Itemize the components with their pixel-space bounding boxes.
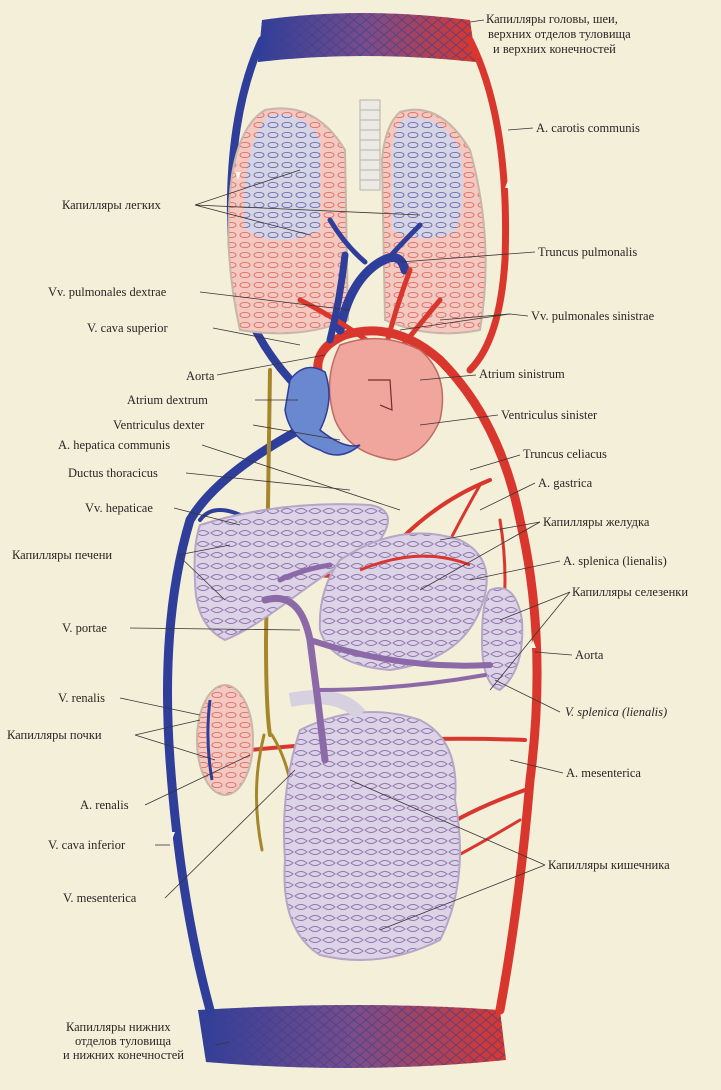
label-aorta-upper: Aorta (186, 369, 215, 383)
capillaries-lower-body (198, 1005, 506, 1068)
label-v-splenica: V. splenica (lienalis) (565, 705, 667, 719)
lungs (228, 100, 485, 333)
label-atrium-dextrum: Atrium dextrum (127, 393, 208, 407)
label-capillaries-liver: Капилляры печени (12, 548, 112, 562)
label-capillaries-lower-3: и нижних конечностей (63, 1048, 184, 1062)
label-capillaries-kidney: Капилляры почки (7, 728, 102, 742)
label-truncus-celiacus: Truncus celiacus (523, 447, 607, 461)
label-a-hepatica-communis: A. hepatica communis (58, 438, 170, 452)
label-capillaries-upper-1: Капилляры головы, шеи, (486, 12, 618, 26)
label-v-mesenterica: V. mesenterica (63, 891, 137, 905)
label-truncus-pulmonalis: Truncus pulmonalis (538, 245, 637, 259)
intestine (284, 697, 460, 960)
label-capillaries-lower-2: отделов туловища (75, 1034, 172, 1048)
label-a-splenica: A. splenica (lienalis) (563, 554, 667, 568)
label-ventriculus-sinister: Ventriculus sinister (501, 408, 598, 422)
heart (285, 339, 443, 460)
label-capillaries-upper-3: и верхних конечностей (493, 42, 616, 56)
label-a-carotis-communis: A. carotis communis (536, 121, 640, 135)
label-v-portae: V. portae (62, 621, 107, 635)
label-a-gastrica: A. gastrica (538, 476, 593, 490)
label-capillaries-lower-1: Капилляры нижних (66, 1020, 171, 1034)
label-capillaries-lungs: Капилляры легких (62, 198, 162, 212)
label-v-cava-inferior: V. cava inferior (48, 838, 126, 852)
label-capillaries-intestine: Капилляры кишечника (548, 858, 670, 872)
label-a-mesenterica: A. mesenterica (566, 766, 641, 780)
label-aorta-lower: Aorta (575, 648, 604, 662)
label-vv-hepaticae: Vv. hepaticae (85, 501, 153, 515)
label-ventriculus-dexter: Ventriculus dexter (113, 418, 205, 432)
kidney (197, 685, 253, 795)
label-vv-pulmonales-dextrae: Vv. pulmonales dextrae (48, 285, 167, 299)
label-atrium-sinistrum: Atrium sinistrum (479, 367, 565, 381)
label-a-renalis: A. renalis (80, 798, 129, 812)
label-capillaries-spleen: Капилляры селезенки (572, 585, 688, 599)
label-capillaries-stomach: Капилляры желудка (543, 515, 650, 529)
label-vv-pulmonales-sinistrae: Vv. pulmonales sinistrae (531, 309, 655, 323)
label-v-renalis: V. renalis (58, 691, 105, 705)
capillaries-upper-body (258, 13, 476, 62)
label-ductus-thoracicus: Ductus thoracicus (68, 466, 158, 480)
label-capillaries-upper-2: верхних отделов туловища (488, 27, 631, 41)
label-v-cava-superior: V. cava superior (87, 321, 168, 335)
